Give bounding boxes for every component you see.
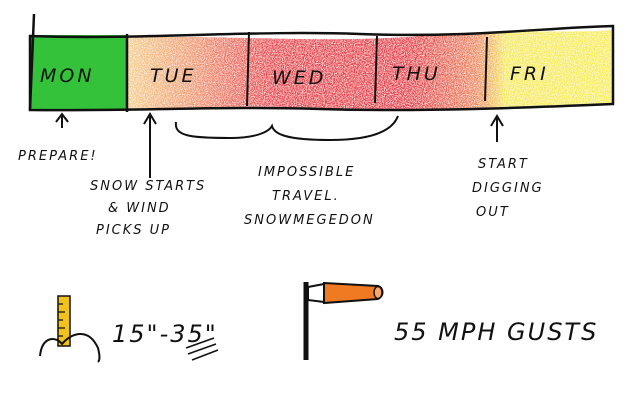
note-snow-starts-line1: SNOW STARTS [90, 179, 206, 194]
divider-tue-wed [246, 31, 250, 107]
day-label-thu: THU [392, 63, 441, 85]
brace-impossible-travel [174, 115, 399, 142]
note-dig-line1: START [478, 157, 529, 172]
divider-thu-fri [484, 36, 488, 102]
arrow-snow-starts [143, 112, 157, 178]
note-travel-line2: TRAVEL. [272, 189, 340, 204]
note-snow-starts-line3: PICKS UP [96, 223, 171, 238]
day-label-wed: WED [272, 67, 326, 89]
timeline-outline [28, 24, 615, 112]
day-label-tue: TUE [150, 65, 197, 87]
day-label-fri: FRI [510, 63, 549, 85]
snow-depth-label: 15"-35" [112, 320, 218, 348]
annotation-arrows [55, 112, 504, 178]
arrow-prepare [55, 112, 69, 128]
note-prepare: PREPARE! [18, 149, 98, 164]
windsock-icon [303, 281, 384, 360]
snow-lines-icon [185, 337, 219, 361]
monday-fill [31, 35, 128, 110]
note-dig-line2: DIGGING [472, 181, 544, 196]
day-timeline-bar [28, 13, 615, 112]
ruler-icon [39, 295, 101, 363]
gusts-label: 55 MPH GUSTS [394, 318, 598, 346]
arrow-start-digging [490, 114, 504, 142]
note-travel-line1: IMPOSSIBLE [258, 165, 355, 180]
note-snow-starts-line2: & WIND [108, 201, 171, 216]
divider-wed-thu [374, 35, 378, 104]
day-label-mon: MON [40, 65, 95, 87]
note-travel-line3: SNOWMEGEDON [244, 213, 375, 228]
note-dig-line3: OUT [476, 205, 510, 220]
